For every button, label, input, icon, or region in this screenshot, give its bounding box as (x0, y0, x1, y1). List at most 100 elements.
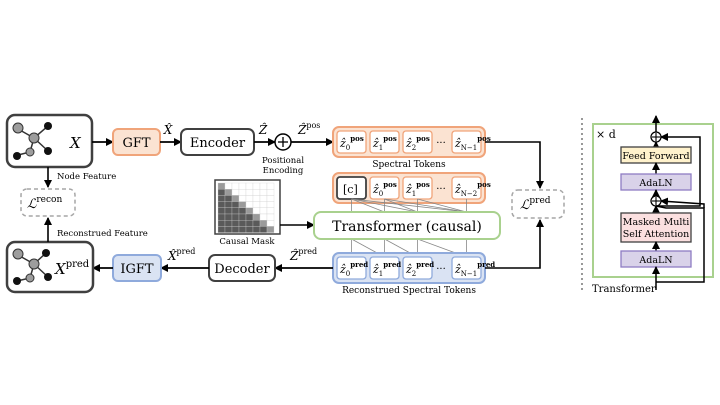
token-label: ẑ2pos (405, 134, 430, 152)
gft-block: GFT (112, 128, 161, 156)
masked-attention-line2: Self Attention (623, 229, 689, 240)
spectral-tokens-caption: Spectral Tokens (372, 160, 446, 170)
token-label: ẑN−1pred (454, 260, 495, 278)
mask-cell (238, 195, 247, 202)
mask-cell (259, 189, 268, 196)
mask-cell (266, 195, 275, 202)
output-graph-panel: Xpred (5, 240, 95, 294)
mask-cell (238, 189, 247, 196)
token-label: [c] (343, 183, 358, 196)
token-ellipsis: ··· (436, 138, 446, 149)
repeat-label: × d (596, 128, 616, 141)
mask-cell (266, 213, 275, 221)
mask-cell (259, 182, 268, 190)
mask-cell (259, 207, 268, 215)
mask-cell (252, 220, 261, 227)
input-graph-panel: X (5, 113, 94, 169)
mask-cell (224, 226, 233, 233)
positional-encoding-line2: Encoding (263, 166, 304, 176)
graph-icon (12, 122, 52, 160)
token-label: ẑN−2pos (454, 180, 491, 198)
z-hat-label: Ẑ (258, 122, 268, 137)
recon-loss: ℒrecon (20, 188, 76, 217)
transformer-causal-label: Transformer (causal) (332, 219, 482, 235)
encoder-label: Encoder (190, 136, 246, 151)
token-box (402, 256, 433, 280)
mask-cell (231, 213, 240, 221)
z-pred-label: Ẑpred (289, 247, 317, 263)
mask-cell (238, 220, 247, 227)
mask-cell (224, 201, 233, 208)
mask-cell (259, 226, 268, 233)
mask-cell (224, 213, 233, 221)
attention-line (351, 198, 467, 213)
token-box (336, 256, 367, 280)
token-label: ẑ2pred (405, 260, 434, 278)
mask-cell (238, 182, 247, 190)
mask-cell (217, 207, 226, 215)
mask-cell (266, 220, 275, 227)
adaln-top-label: AdaLN (638, 178, 672, 189)
attention-line (384, 198, 418, 213)
gft-label: GFT (122, 136, 150, 151)
token-label: ẑ1pos (405, 180, 430, 198)
token-box (402, 130, 433, 154)
graph-icon (12, 248, 52, 285)
mask-cell (245, 220, 254, 227)
decoder-block: Decoder (208, 254, 276, 282)
token-label: ẑN−1pos (454, 134, 491, 152)
mask-cell (224, 207, 233, 215)
reconstructed-spectral-tokens-caption: Reconstrued Spectral Tokens (342, 286, 476, 296)
token-box (451, 256, 482, 280)
mask-cell (231, 195, 240, 202)
positional-encoding-line1: Positional (262, 156, 304, 166)
mask-cell (217, 213, 226, 221)
transformer-caption: Transformer (592, 284, 656, 295)
mask-cell (245, 207, 254, 215)
causal-mask-label: Causal Mask (219, 237, 275, 247)
node-feature-label: Node Feature (57, 172, 116, 182)
feed-forward-label: Feed Forward (622, 151, 689, 162)
add-positional-node (274, 133, 292, 151)
igft-label: IGFT (120, 262, 154, 277)
mask-cell (224, 220, 233, 227)
mask-cell (245, 226, 254, 233)
mask-cell (245, 182, 254, 190)
mask-cell (252, 189, 261, 196)
mask-cell (217, 182, 226, 190)
transformer-causal-block: Transformer (causal) (313, 211, 501, 240)
mask-cell (231, 182, 240, 190)
token-label: ẑ1pred (372, 260, 401, 278)
mask-cell (231, 207, 240, 215)
token-label: ẑ0pred (339, 260, 368, 278)
mask-cell (217, 201, 226, 208)
mask-cell (238, 226, 247, 233)
input-node-label: X (69, 134, 82, 152)
token-box (369, 130, 400, 154)
token-ellipsis: ··· (436, 184, 446, 195)
mask-cell (266, 189, 275, 196)
mask-cell (259, 195, 268, 202)
mask-cell (231, 201, 240, 208)
mask-cell (231, 189, 240, 196)
mask-cell (217, 226, 226, 233)
mask-cell (252, 226, 261, 233)
mask-cell (238, 201, 247, 208)
mask-cell (252, 195, 261, 202)
pred-loss: ℒpred (511, 189, 565, 219)
mask-cell (245, 213, 254, 221)
mask-cell (259, 213, 268, 221)
mask-cell (259, 201, 268, 208)
pred-loss-label: ℒpred (520, 196, 551, 213)
reconstructed-feature-label: Reconstrued Feature (57, 229, 148, 239)
mask-cell (217, 220, 226, 227)
causal-mask-grid (217, 182, 275, 233)
mask-cell (238, 213, 247, 221)
attention-line (417, 198, 467, 213)
token-ellipsis: ··· (436, 264, 446, 275)
mask-cell (224, 182, 233, 190)
token-box (336, 130, 367, 154)
token-box (451, 130, 482, 154)
